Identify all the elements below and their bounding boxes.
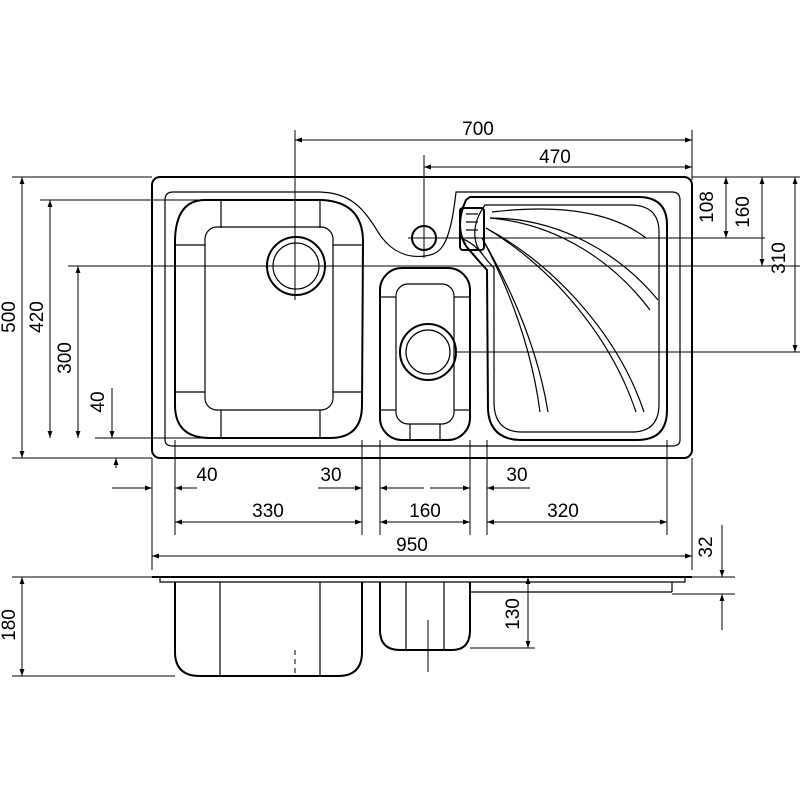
dim-160-horizontal-label: 160: [409, 501, 441, 522]
dim-130-label: 130: [503, 598, 524, 630]
dim-700-label: 700: [462, 119, 494, 140]
sink-inner-rim: [164, 191, 681, 447]
sink-outer-rim: [151, 176, 693, 459]
dim-32-label: 32: [696, 536, 717, 557]
dim-180-label: 180: [0, 609, 20, 641]
main-bowl: [174, 199, 365, 439]
dim-330-label: 330: [252, 501, 284, 522]
dim-320-label: 320: [547, 501, 579, 522]
dim-300-label: 300: [55, 342, 76, 374]
small-bowl: [379, 267, 471, 441]
sink-side-view: [152, 576, 692, 677]
dim-310-label: 310: [769, 242, 790, 274]
dim-40-vertical-label: 40: [88, 391, 109, 412]
dim-420-label: 420: [27, 301, 48, 333]
sink-top-view: [151, 176, 693, 459]
reference-lines: [12, 130, 800, 677]
drainboard: [459, 196, 668, 441]
dim-160-vertical-label: 160: [733, 196, 754, 228]
dim-30-right-label: 30: [506, 465, 527, 486]
dim-108-label: 108: [697, 191, 718, 223]
dimension-lines: [19, 137, 798, 676]
dim-470-label: 470: [539, 147, 571, 168]
small-bowl-drain-icon: [399, 323, 457, 381]
dim-950-label: 950: [396, 535, 428, 556]
dimension-labels: 700 470 40 30 30 330 160 320 950 500 420…: [0, 119, 790, 641]
dim-30-left-label: 30: [320, 465, 341, 486]
dim-500-label: 500: [0, 301, 20, 333]
dim-40-horizontal-label: 40: [196, 465, 217, 486]
